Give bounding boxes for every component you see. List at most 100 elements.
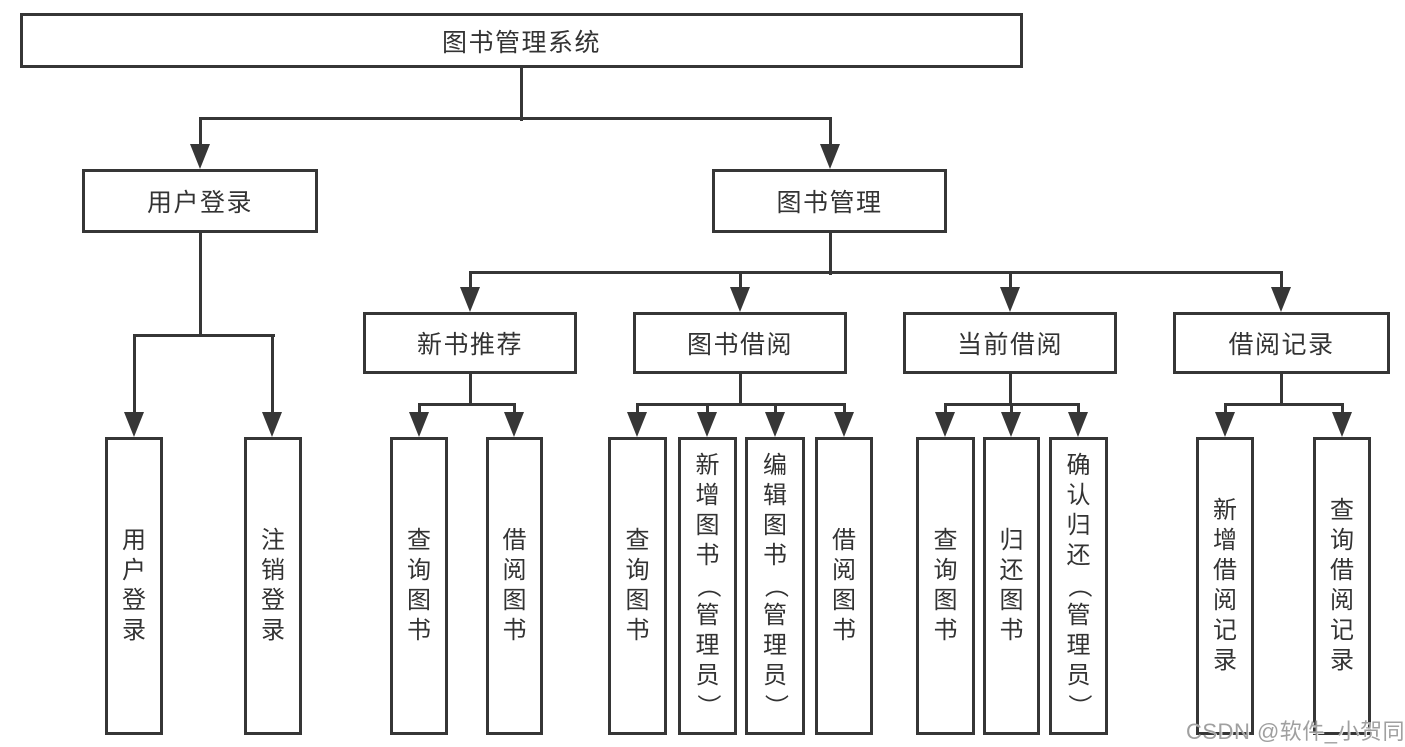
vertical-char: 理 (1066, 632, 1091, 659)
vertical-char: 确 (1066, 452, 1091, 479)
vertical-char: 查 (407, 527, 431, 554)
connector-vline (828, 233, 832, 275)
vertical-char: 书 (695, 542, 720, 569)
vertical-char: 图 (625, 587, 650, 614)
arrowhead-down-icon (460, 287, 480, 312)
vertical-char: 借 (1213, 557, 1237, 584)
vertical-char: 查 (1330, 497, 1354, 524)
vertical-char: 书 (502, 617, 527, 644)
vertical-char: ） (762, 694, 789, 718)
vertical-char: 查 (933, 527, 958, 554)
vertical-char: 管 (1066, 602, 1091, 629)
connector-arrow-shaft (1008, 272, 1012, 292)
vertical-char: 增 (1213, 527, 1237, 554)
vertical-char: 阅 (1330, 587, 1354, 614)
vertical-char: 录 (1330, 647, 1354, 674)
vertical-char: 新 (1213, 497, 1237, 524)
vertical-char: 理 (763, 632, 787, 659)
vertical-char: 录 (261, 617, 285, 644)
leaf-query-books: 查询图书 (916, 437, 975, 735)
connector-hline (636, 402, 846, 406)
vertical-char: 编 (763, 452, 787, 479)
vertical-char: 用 (122, 527, 146, 554)
node-label: 图书管理 (776, 189, 883, 217)
connector-arrow-shaft (132, 335, 136, 417)
connector-arrow-shaft (468, 272, 472, 292)
vertical-char: 登 (261, 587, 285, 614)
arrowhead-down-icon (935, 412, 955, 437)
connector-hline (469, 270, 1283, 274)
vertical-char: 辑 (763, 482, 787, 509)
arrowhead-down-icon (262, 412, 282, 437)
connector-arrow-shaft (198, 118, 202, 149)
vertical-char: 书 (933, 617, 958, 644)
vertical-char: 认 (1066, 482, 1091, 509)
connector-arrow-shaft (943, 404, 947, 417)
vertical-char: 注 (261, 527, 285, 554)
leaf-query-books: 查询图书 (390, 437, 448, 735)
vertical-char: 查 (625, 527, 650, 554)
connector-arrow-shaft (1279, 272, 1283, 292)
arrowhead-down-icon (1332, 412, 1352, 437)
node-current-borrowing: 当前借阅 (903, 312, 1117, 374)
vertical-char: 归 (1066, 512, 1091, 539)
connector-arrow-shaft (1340, 404, 1344, 417)
vertical-char: 理 (695, 632, 720, 659)
arrowhead-down-icon (409, 412, 429, 437)
vertical-char: （ (762, 574, 789, 598)
arrowhead-down-icon (627, 412, 647, 437)
node-book-borrowing: 图书借阅 (633, 312, 847, 374)
vertical-char: ） (1065, 694, 1093, 718)
leaf-confirm-return-admin: 确认归还（管理员） (1049, 437, 1108, 735)
arrowhead-down-icon (834, 412, 854, 437)
leaf-query-books: 查询图书 (608, 437, 667, 735)
node-label: 新书推荐 (416, 331, 523, 359)
vertical-char: 管 (763, 602, 787, 629)
arrowhead-down-icon (820, 144, 840, 169)
vertical-char: 员 (695, 662, 720, 689)
leaf-logout: 注销登录 (244, 437, 302, 735)
vertical-char: 图 (695, 512, 720, 539)
vertical-char: 书 (763, 542, 787, 569)
leaf-borrow-books: 借阅图书 (815, 437, 873, 735)
arrowhead-down-icon (190, 144, 210, 169)
csdn-watermark: CSDN @软件_小贺同学 (1186, 719, 1405, 744)
vertical-char: 图 (407, 587, 431, 614)
arrowhead-down-icon (504, 412, 524, 437)
leaf-return-books: 归还图书 (983, 437, 1040, 735)
vertical-char: 询 (625, 557, 650, 584)
connector-hline (133, 333, 275, 337)
vertical-char: 借 (832, 527, 856, 554)
vertical-char: 书 (625, 617, 650, 644)
leaf-user-login: 用户登录 (105, 437, 163, 735)
connector-arrow-shaft (1009, 404, 1013, 417)
arrowhead-down-icon (765, 412, 785, 437)
connector-arrow-shaft (1223, 404, 1227, 417)
connector-arrow-shaft (773, 404, 777, 417)
node-label: 用户登录 (146, 189, 253, 217)
vertical-char: 还 (1066, 542, 1091, 569)
arrowhead-down-icon (124, 412, 144, 437)
vertical-char: 新 (695, 452, 720, 479)
vertical-char: 管 (695, 602, 720, 629)
vertical-char: 阅 (832, 557, 856, 584)
node-library-management-system: 图书管理系统 (20, 13, 1023, 68)
arrowhead-down-icon (1215, 412, 1235, 437)
vertical-char: 阅 (1213, 587, 1237, 614)
arrowhead-down-icon (1000, 287, 1020, 312)
connector-arrow-shaft (842, 404, 846, 417)
leaf-add-books-admin: 新增图书（管理员） (678, 437, 737, 735)
vertical-char: 书 (832, 617, 856, 644)
vertical-char: 图 (999, 587, 1024, 614)
vertical-char: 户 (122, 557, 146, 584)
vertical-char: 借 (1330, 557, 1354, 584)
connector-arrow-shaft (270, 335, 274, 417)
connector-vline (738, 374, 742, 406)
connector-vline (519, 68, 523, 121)
vertical-char: 图 (502, 587, 527, 614)
vertical-char: 书 (999, 617, 1024, 644)
arrowhead-down-icon (730, 287, 750, 312)
vertical-char: 录 (1213, 647, 1237, 674)
vertical-char: 询 (1330, 527, 1354, 554)
